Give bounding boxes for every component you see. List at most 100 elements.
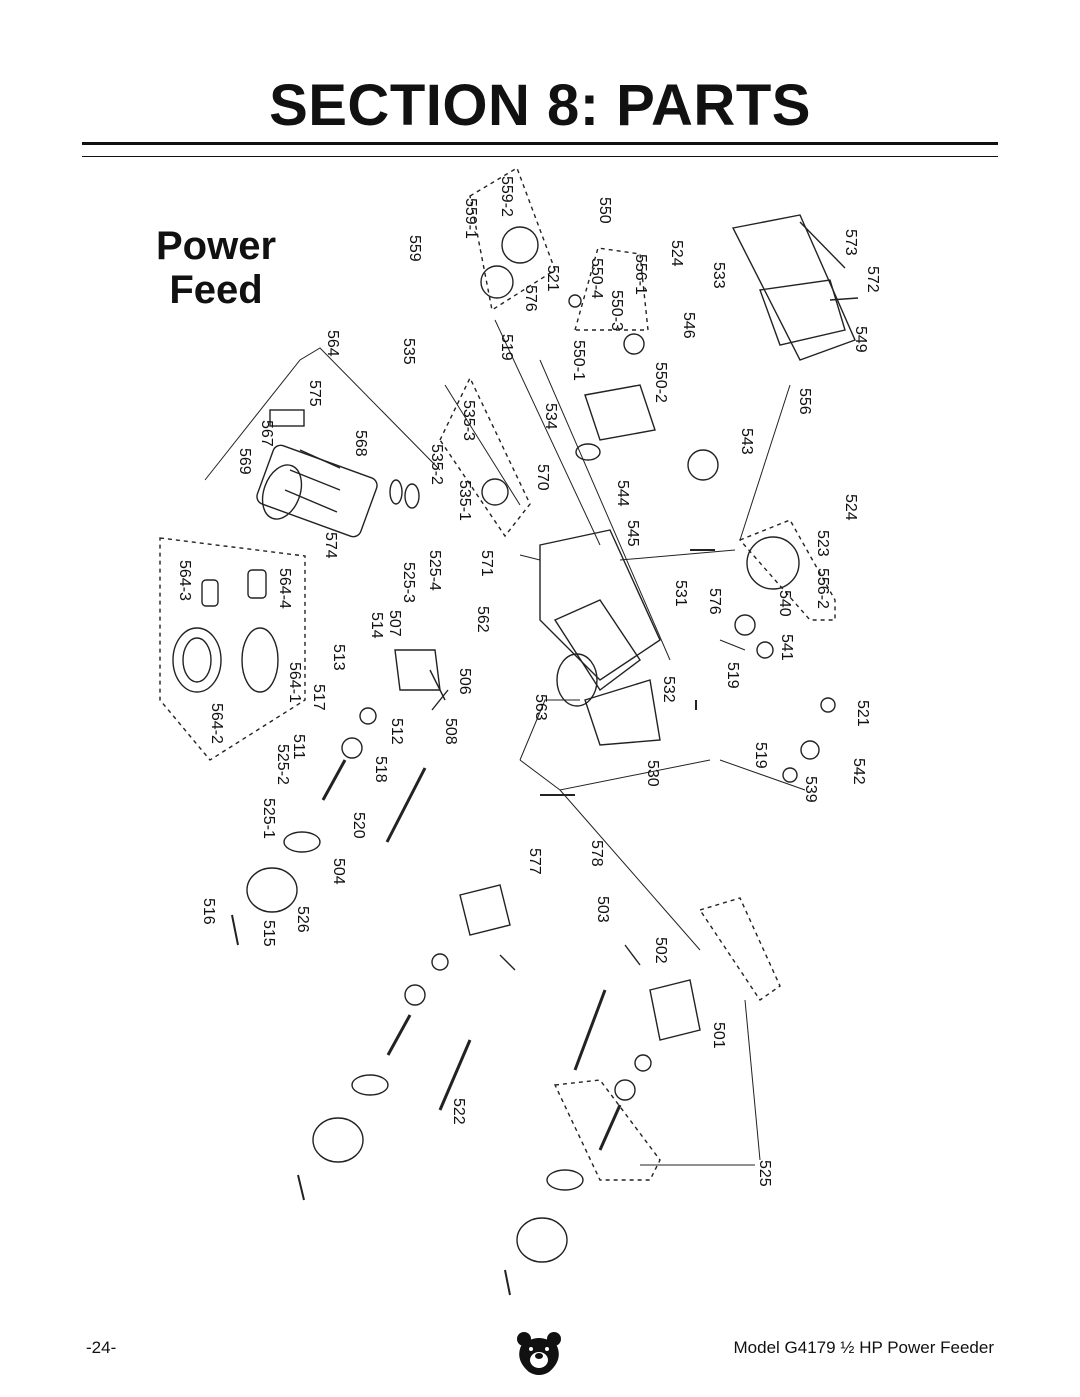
part-label: 502 — [652, 937, 669, 964]
gearbox-plate — [481, 384, 656, 506]
part-label: 559-1 — [462, 198, 479, 239]
part-label: 532 — [660, 676, 677, 703]
part-label: 507 — [386, 610, 403, 637]
roller-assembly-1 — [246, 649, 449, 913]
part-label: 556 — [796, 388, 813, 415]
part-label: 562 — [474, 606, 491, 633]
part-label: 571 — [478, 550, 495, 577]
part-label: 550-4 — [588, 258, 605, 299]
part-label: 525-3 — [400, 562, 417, 603]
part-label: 550-1 — [570, 340, 587, 381]
part-label: 542 — [850, 758, 867, 785]
part-label: 534 — [542, 403, 559, 430]
part-label: 564 — [324, 330, 341, 357]
part-label: 506 — [456, 668, 473, 695]
part-label: 504 — [330, 858, 347, 885]
part-label: 559 — [406, 235, 423, 262]
part-label: 515 — [260, 920, 277, 947]
part-label: 550 — [596, 197, 613, 224]
part-label: 516 — [200, 898, 217, 925]
part-label: 545 — [624, 520, 641, 547]
part-label: 521 — [544, 265, 561, 292]
part-label: 526 — [294, 906, 311, 933]
part-label: 511 — [290, 734, 307, 760]
part-label: 501 — [710, 1022, 727, 1049]
bear-head-icon — [517, 1332, 561, 1375]
gearbox-housing — [539, 529, 661, 746]
part-label: 569 — [236, 448, 253, 475]
part-label: 535 — [400, 338, 417, 365]
part-label: 514 — [368, 612, 385, 639]
part-label: 559-2 — [498, 176, 515, 217]
roller-assembly-3 — [516, 944, 701, 1263]
part-label: 525-2 — [274, 744, 291, 785]
part-label: 570 — [534, 464, 551, 491]
part-label: 568 — [352, 430, 369, 457]
part-label: 573 — [842, 229, 859, 256]
gears-lower — [734, 614, 836, 783]
part-label: 543 — [738, 428, 755, 455]
part-label: 549 — [852, 326, 869, 353]
part-labels: 564 575 567 569 568 535 535-3 535-2 535-… — [176, 176, 881, 1187]
part-label: 530 — [644, 760, 661, 787]
part-label: 524 — [842, 494, 859, 521]
gears-upper — [480, 226, 800, 590]
part-label: 575 — [306, 380, 323, 407]
part-label: 572 — [864, 266, 881, 293]
part-label: 523 — [814, 530, 831, 557]
part-label: 541 — [778, 634, 795, 661]
part-label: 533 — [710, 262, 727, 289]
part-label: 525-4 — [426, 550, 443, 591]
part-label: 517 — [310, 684, 327, 711]
part-label: 546 — [680, 312, 697, 339]
part-label: 574 — [322, 532, 339, 559]
part-label: 524 — [668, 240, 685, 267]
part-label: 556-2 — [814, 568, 831, 609]
part-label: 518 — [372, 756, 389, 783]
footer-model-text: Model G4179 ½ HP Power Feeder — [733, 1338, 995, 1357]
fasteners — [231, 549, 715, 1296]
part-label: 539 — [802, 776, 819, 803]
mount-bracket — [731, 214, 859, 361]
part-label: 535-2 — [428, 444, 445, 485]
part-label: 576 — [706, 588, 723, 615]
part-label: 550-2 — [652, 362, 669, 403]
title-rule-top — [82, 142, 998, 145]
section-subtitle: Power Feed — [136, 224, 296, 312]
page-title: SECTION 8: PARTS — [269, 73, 811, 138]
part-label: 519 — [724, 662, 741, 689]
section-subtitle-line2: Feed — [169, 268, 263, 312]
part-label: 540 — [776, 590, 793, 617]
section-subtitle-line1: Power — [155, 224, 277, 268]
part-label: 531 — [672, 580, 689, 607]
motor-assembly — [256, 409, 420, 538]
part-label: 563 — [532, 694, 549, 721]
part-label: 519 — [498, 334, 515, 361]
part-label: 564-4 — [276, 568, 293, 609]
part-label: 567 — [258, 420, 275, 447]
title-rule-bottom — [82, 156, 998, 157]
page-number: -24- — [86, 1338, 117, 1357]
part-label: 556-1 — [632, 254, 649, 295]
part-label: 544 — [614, 480, 631, 507]
part-label: 520 — [350, 812, 367, 839]
part-label: 535-1 — [456, 480, 473, 521]
part-label: 535-3 — [460, 400, 477, 441]
part-label: 519 — [752, 742, 769, 769]
part-label: 508 — [442, 718, 459, 745]
part-label: 512 — [388, 718, 405, 745]
roller-assembly-2 — [312, 884, 516, 1163]
part-label: 513 — [330, 644, 347, 671]
part-label: 522 — [450, 1098, 467, 1125]
part-label: 564-2 — [208, 703, 225, 744]
leader-lines — [204, 319, 806, 1166]
part-label: 503 — [594, 896, 611, 923]
part-label: 577 — [526, 848, 543, 875]
part-label: 521 — [854, 700, 871, 727]
fan-cover-assembly — [172, 569, 279, 693]
part-label: 525 — [756, 1160, 773, 1187]
dashed-groupings — [159, 166, 836, 1181]
part-label: 564-1 — [286, 662, 303, 703]
part-label: 525-1 — [260, 798, 277, 839]
